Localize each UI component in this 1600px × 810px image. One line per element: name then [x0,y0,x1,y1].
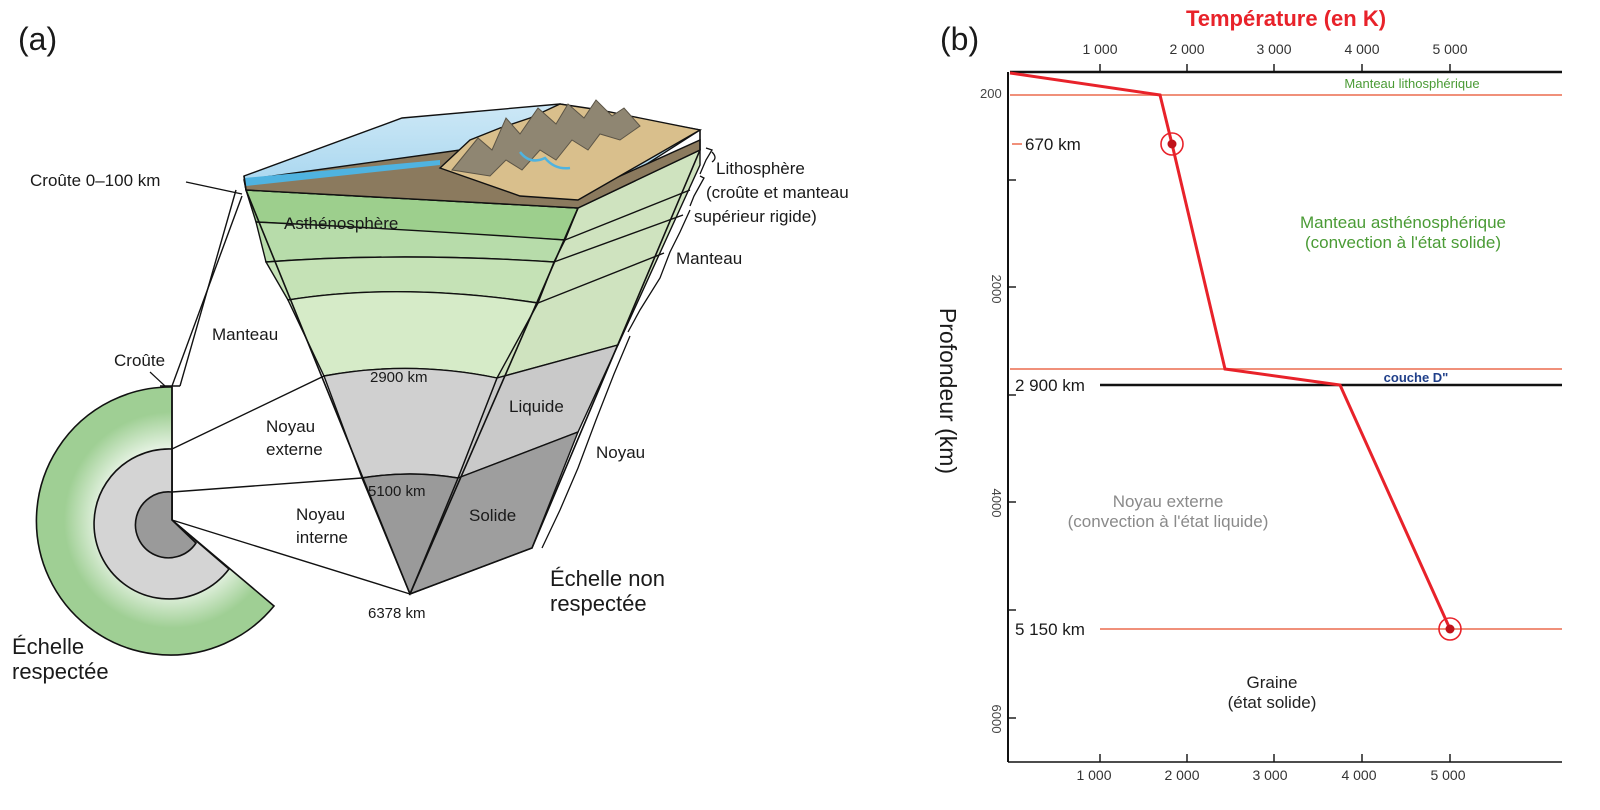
not-to-scale-wedge [243,99,702,596]
label-lithosphere-2: (croûte et manteau [706,183,849,202]
panel-a: (a) [12,21,849,684]
label-outer-core-2: (convection à l'état liquide) [1068,512,1269,531]
chart-frame [1007,70,1562,763]
label-to-scale-2: respectée [12,659,109,684]
left-tick-200: 200 [980,86,1002,101]
left-tick-labels: 200 2000 4000 6000 [980,86,1004,733]
label-crust-top: Croûte 0–100 km [30,171,160,190]
wedge-mountains [451,99,641,177]
label-mantle-right: Manteau [676,249,742,268]
bottom-tick-3000: 3 000 [1252,767,1287,783]
temperature-profile-line [1009,71,1452,630]
connector-lines [160,189,411,595]
label-asthenosphere: Asthénosphère [284,214,398,233]
bottom-tick-labels: 1 000 2 000 3 000 4 000 5 000 [1076,767,1465,783]
label-depth-2900: 2 900 km [1015,376,1085,395]
label-crust-small: Croûte [114,351,165,370]
label-depth-670: 670 km [1025,135,1081,154]
label-inner-core-1: Graine [1246,673,1297,692]
to-scale-inner-core [134,491,198,559]
label-lithosphere-1: Lithosphère [716,159,805,178]
top-tick-marks [1099,64,1451,72]
top-tick-labels: 1 000 2 000 3 000 4 000 5 000 [1082,41,1467,57]
bottom-tick-4000: 4 000 [1341,767,1376,783]
label-not-to-scale-1: Échelle non [550,566,665,591]
label-asthenospheric-mantle-1: Manteau asthénosphérique [1300,213,1506,232]
left-tick-2000: 2000 [989,275,1004,304]
label-lithosphere-3: supérieur rigide) [694,207,817,226]
label-solid: Solide [469,506,516,525]
label-outer-core-1: Noyau [266,417,315,436]
label-lithospheric-mantle: Manteau lithosphérique [1344,76,1479,91]
wedge-front-mantle-3 [286,291,540,379]
y-axis-label: Profondeur (km) [935,308,961,474]
top-tick-4000: 4 000 [1344,41,1379,57]
bottom-tick-marks [1099,754,1451,762]
label-asthenospheric-mantle-2: (convection à l'état solide) [1305,233,1501,252]
top-tick-5000: 5 000 [1432,41,1467,57]
left-tick-marks [1008,179,1016,719]
label-to-scale-1: Échelle [12,634,84,659]
label-depth-6378: 6378 km [368,605,426,622]
left-tick-4000: 4000 [989,489,1004,518]
wedge-top-water-strip [244,160,440,186]
profile-markers [1160,132,1462,641]
depth-braces [541,147,716,549]
label-mantle-left: Manteau [212,325,278,344]
to-scale-section [35,386,276,656]
label-outer-core-1: Noyau externe [1113,492,1224,511]
top-tick-2000: 2 000 [1169,41,1204,57]
label-depth-5100: 5100 km [368,483,426,500]
label-inner-core-2: interne [296,528,348,547]
panel-a-label: (a) [18,21,57,57]
wedge-front-inner-core [361,473,459,596]
bottom-tick-5000: 5 000 [1430,767,1465,783]
chart-title: Température (en K) [1186,6,1386,31]
panel-b-label: (b) [940,21,979,57]
label-inner-core-2: (état solide) [1228,693,1317,712]
boundary-lines [1010,94,1562,630]
label-core-right: Noyau [596,443,645,462]
left-tick-6000: 6000 [989,705,1004,734]
bottom-tick-2000: 2 000 [1164,767,1199,783]
top-tick-3000: 3 000 [1256,41,1291,57]
label-d-layer: couche D" [1384,370,1449,385]
label-outer-core-2: externe [266,440,323,459]
label-not-to-scale-2: respectée [550,591,647,616]
bottom-tick-1000: 1 000 [1076,767,1111,783]
label-depth-2900: 2900 km [370,369,428,386]
panel-b: (b) Température (en K) [935,6,1562,783]
label-inner-core-1: Noyau [296,505,345,524]
label-depth-5150: 5 150 km [1015,620,1085,639]
top-tick-1000: 1 000 [1082,41,1117,57]
label-liquid: Liquide [509,397,564,416]
